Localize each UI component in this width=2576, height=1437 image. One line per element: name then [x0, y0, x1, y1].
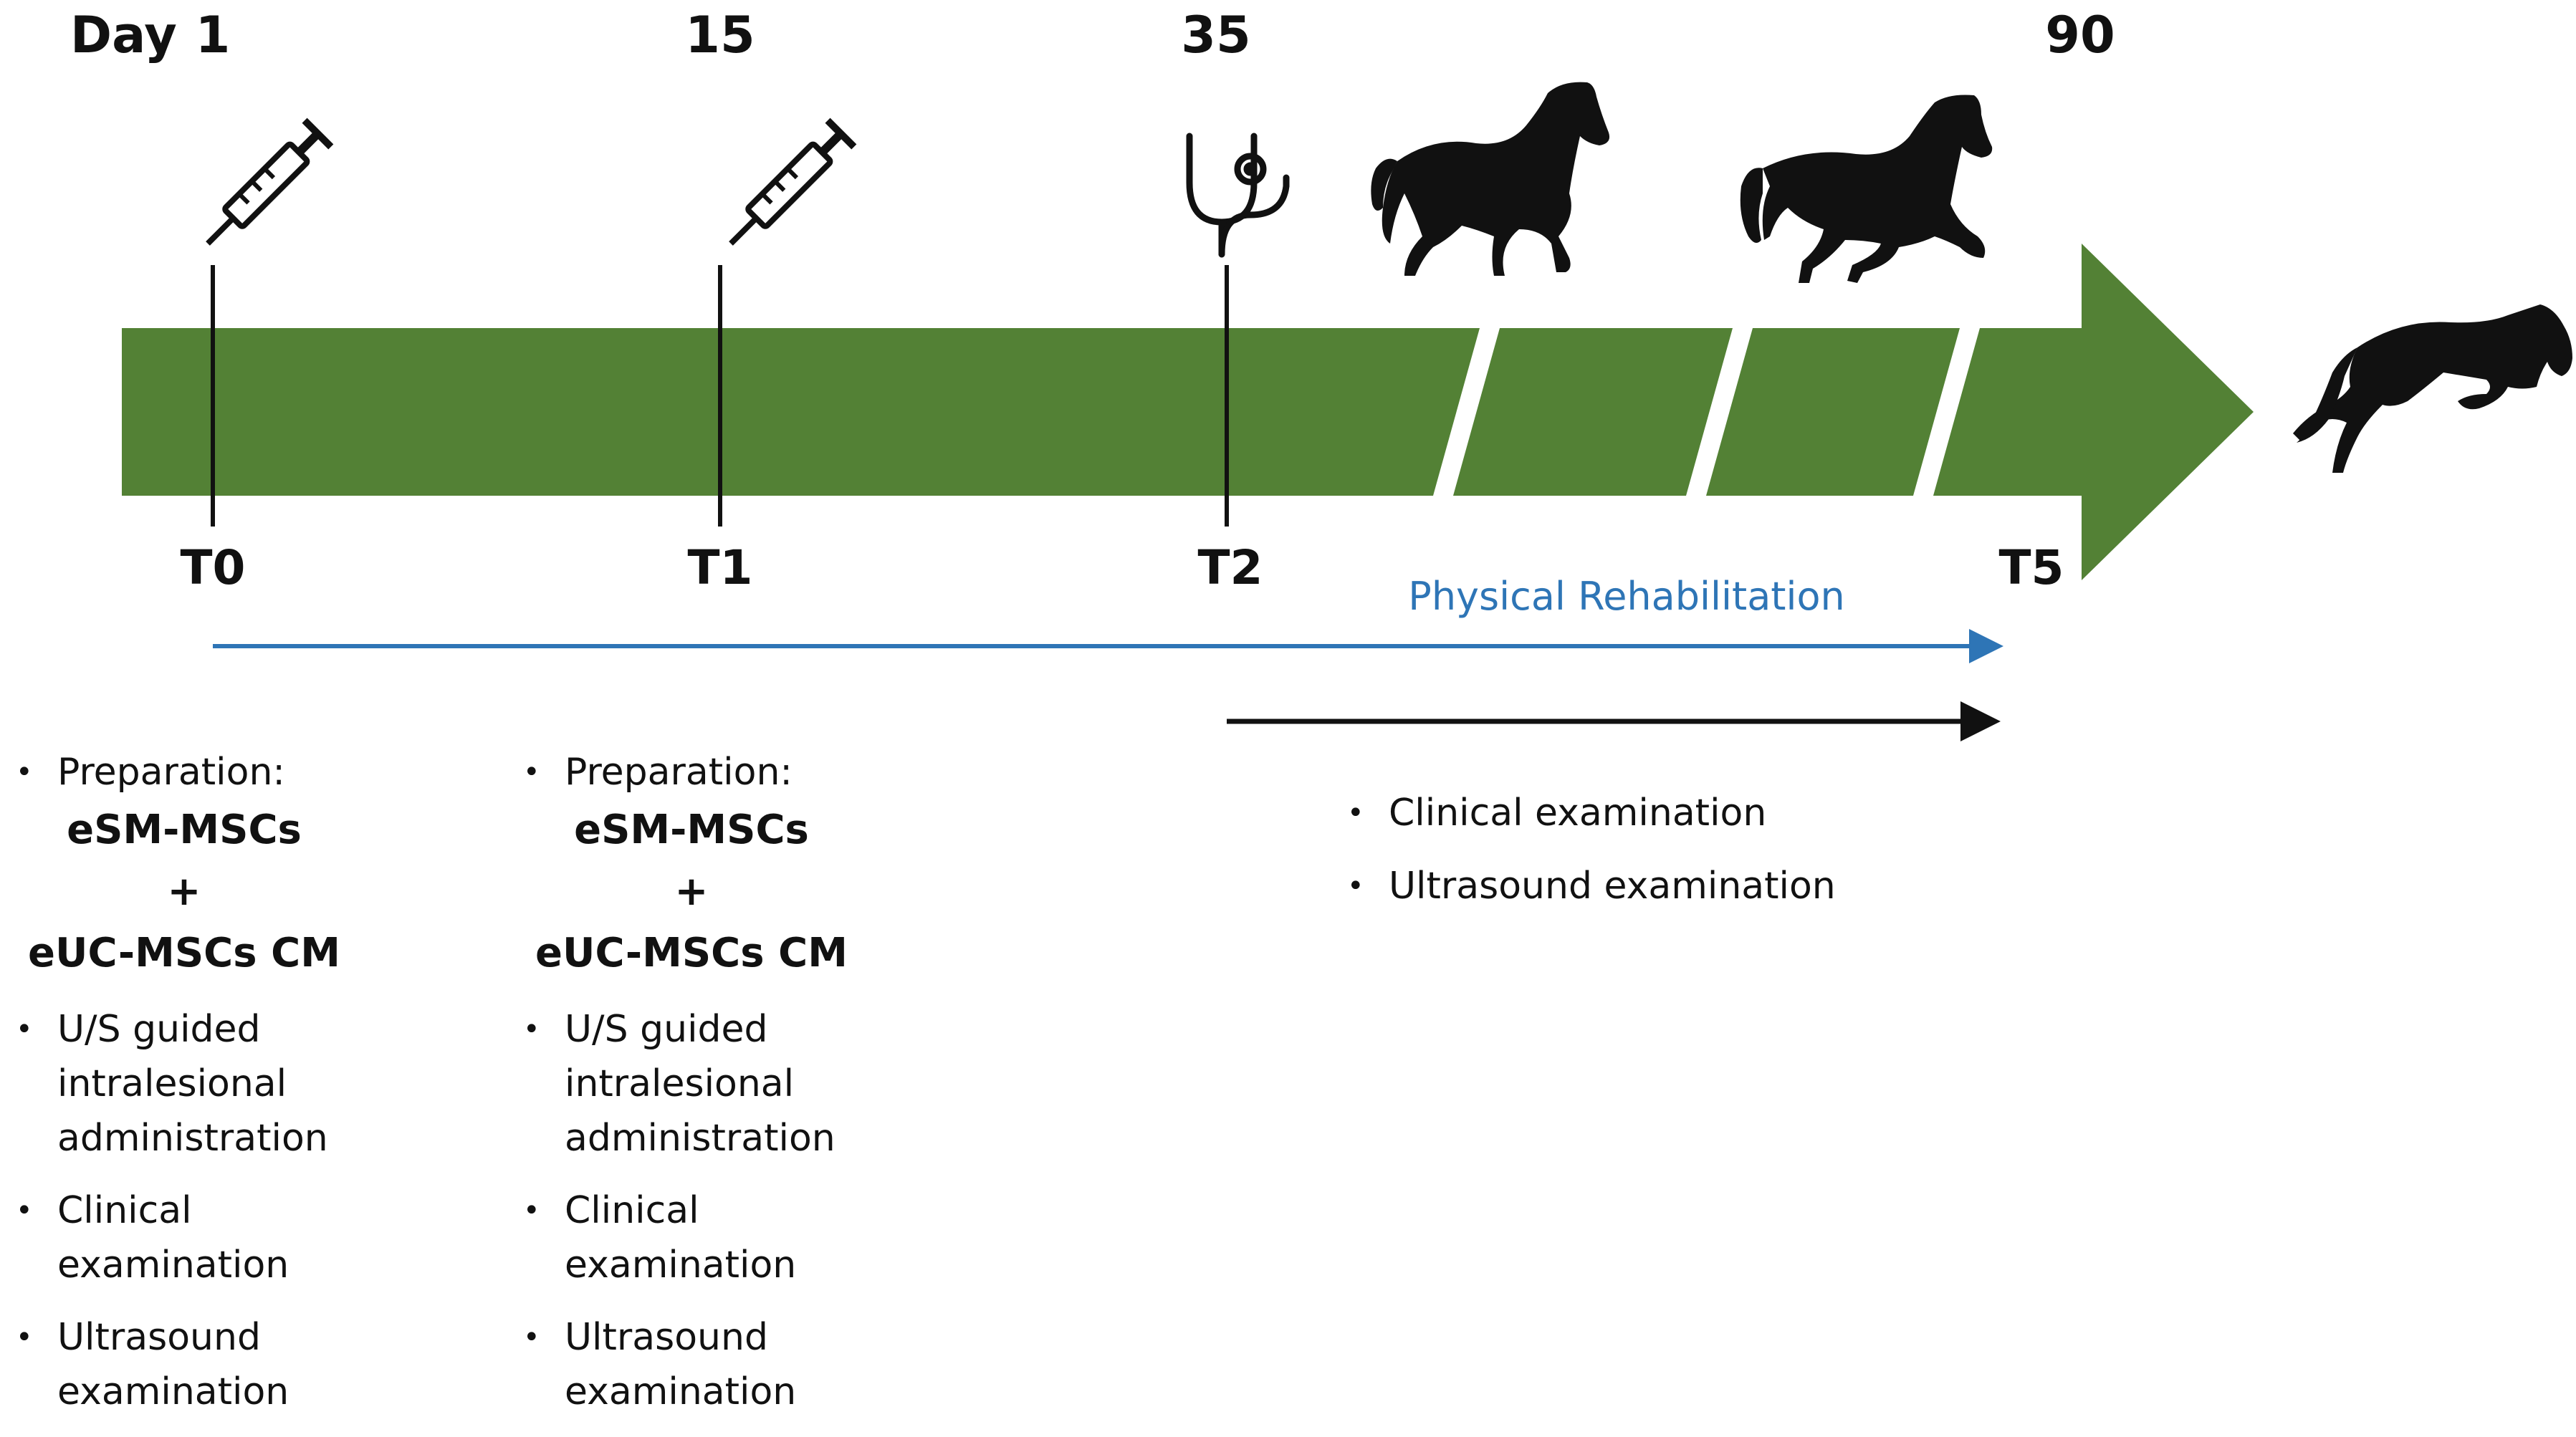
list-item-ultrasound: • Ultrasound examination — [16, 1310, 388, 1419]
bullet: • — [523, 1194, 540, 1227]
list-item-clinical: • Clinical examination — [523, 1183, 896, 1292]
timeline-arrow-head — [1933, 244, 2254, 580]
administration-text: U/S guided intralesional administration — [57, 1008, 328, 1160]
clinical-text: Clinical examination — [565, 1189, 797, 1287]
bullet: • — [523, 1321, 540, 1354]
timeline-segment-3 — [1706, 328, 1960, 496]
timeline-segment-main — [122, 328, 1480, 496]
ultrasound-text: Ultrasound examination — [57, 1316, 289, 1413]
bullet: • — [1347, 797, 1364, 830]
preparation-plus: + — [674, 868, 709, 915]
clinical-text: Clinical examination — [57, 1189, 289, 1287]
timepoint-t5: T5 — [1998, 540, 2064, 595]
preparation-cell-line: eSM-MSCs — [574, 807, 809, 853]
bullet: • — [523, 756, 540, 789]
timeline-arrow — [122, 244, 2254, 580]
day-number-15: 15 — [685, 6, 755, 64]
preparation-label: Preparation: — [565, 751, 793, 794]
syringe-icon — [206, 117, 334, 246]
preparation-cell-line: eSM-MSCs — [67, 807, 302, 853]
timepoint-t2: T2 — [1197, 540, 1263, 595]
followup-list: • Clinical examination • Ultrasound exam… — [1347, 786, 1836, 932]
horse-jumping-icon — [2293, 304, 2572, 473]
list-item-followup-clinical: • Clinical examination — [1347, 786, 1836, 840]
bullet: • — [16, 1321, 33, 1354]
timepoint-t0: T0 — [180, 540, 246, 595]
timeline-segment-2 — [1453, 328, 1733, 496]
list-item-clinical: • Clinical examination — [16, 1183, 388, 1292]
bullet: • — [16, 756, 33, 789]
followup-clinical-text: Clinical examination — [1389, 792, 1767, 835]
list-item-followup-ultrasound: • Ultrasound examination — [1347, 859, 1836, 913]
horse-walking-icon — [1371, 82, 1610, 277]
bullet: • — [1347, 870, 1364, 903]
preparation-plus: + — [167, 868, 201, 915]
bullet: • — [523, 1013, 540, 1046]
list-item-preparation: • Preparation: eSM-MSCs + eUC-MSCs CM — [523, 745, 896, 984]
followup-ultrasound-text: Ultrasound examination — [1389, 865, 1836, 908]
preparation-cm-line: eUC-MSCs CM — [28, 930, 340, 976]
bullet: • — [16, 1013, 33, 1046]
day-number-35: 35 — [1181, 6, 1251, 64]
list-item-preparation: • Preparation: eSM-MSCs + eUC-MSCs CM — [16, 745, 388, 984]
administration-text: U/S guided intralesional administration — [565, 1008, 835, 1160]
timepoint-t1: T1 — [687, 540, 753, 595]
preparation-cm-line: eUC-MSCs CM — [535, 930, 848, 976]
procedure-list-t0: • Preparation: eSM-MSCs + eUC-MSCs CM • … — [16, 745, 388, 1437]
ultrasound-text: Ultrasound examination — [565, 1316, 797, 1413]
preparation-label: Preparation: — [57, 751, 285, 794]
stethoscope-icon — [1186, 133, 1290, 258]
day-number-90: 90 — [2045, 6, 2115, 64]
list-item-administration: • U/S guided intralesional administratio… — [16, 1002, 388, 1166]
list-item-ultrasound: • Ultrasound examination — [523, 1310, 896, 1419]
bullet: • — [16, 1194, 33, 1227]
rehab-label: Physical Rehabilitation — [1408, 574, 1845, 619]
syringe-icon — [729, 117, 857, 246]
day-number-1: 1 — [195, 6, 231, 64]
list-item-administration: • U/S guided intralesional administratio… — [523, 1002, 896, 1166]
day-label: Day — [70, 6, 177, 64]
procedure-list-t1: • Preparation: eSM-MSCs + eUC-MSCs CM • … — [523, 745, 896, 1437]
horse-trotting-icon — [1740, 95, 1993, 283]
